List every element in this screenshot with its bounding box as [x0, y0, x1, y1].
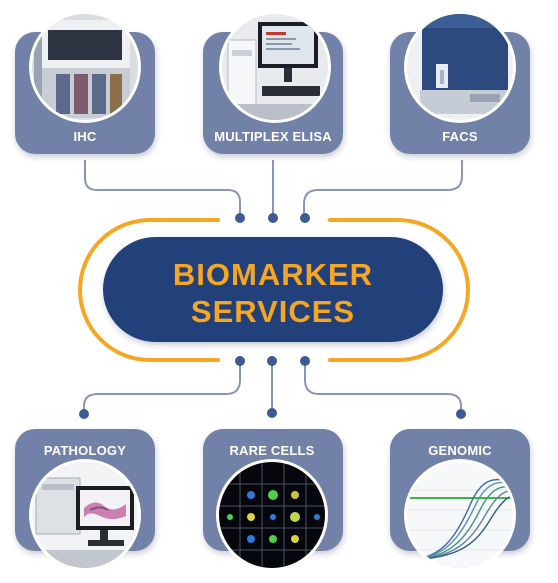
connector-dot — [235, 356, 245, 366]
service-card-ihc: IHC — [15, 11, 155, 154]
connector-dots — [79, 213, 466, 419]
rare-cells-photo — [219, 462, 325, 568]
connector-dot — [267, 408, 277, 418]
card-label-rare-cells: RARE CELLS — [229, 443, 314, 458]
hub-pill — [103, 237, 443, 342]
connector-pathology — [83, 362, 241, 414]
card-label-ihc: IHC — [74, 129, 97, 144]
accent-right — [328, 218, 470, 362]
genomic-photo — [407, 462, 513, 568]
card-label-genomic: GENOMIC — [428, 443, 492, 458]
connector-dot — [235, 213, 245, 223]
service-card-genomic: GENOMIC — [390, 429, 530, 571]
hub-title-line2: SERVICES — [191, 294, 355, 329]
connectors — [83, 160, 463, 414]
connector-dot — [268, 213, 278, 223]
service-card-pathology: PATHOLOGY — [15, 429, 155, 571]
elisa-photo — [222, 14, 328, 120]
hub: BIOMARKER SERVICES — [103, 237, 443, 342]
card-label-facs: FACS — [442, 129, 478, 144]
card-label-pathology: PATHOLOGY — [44, 443, 126, 458]
service-card-facs: FACS — [390, 11, 530, 154]
connector-genomic — [304, 362, 462, 412]
connector-dot — [456, 409, 466, 419]
connector-facs — [303, 160, 463, 216]
connector-dot — [300, 213, 310, 223]
connector-dot — [79, 409, 89, 419]
service-card-multiplex-elisa: MULTIPLEX ELISA — [203, 11, 343, 154]
connector-dot — [300, 356, 310, 366]
connector-dot — [267, 356, 277, 366]
pathology-photo — [32, 462, 138, 568]
accent-left — [78, 218, 220, 362]
card-label-multiplex-elisa: MULTIPLEX ELISA — [214, 129, 332, 144]
accent-brackets — [78, 218, 470, 362]
service-card-rare-cells: RARE CELLS — [203, 429, 343, 571]
connector-ihc — [84, 160, 241, 216]
hub-title-line1: BIOMARKER — [173, 257, 373, 292]
ihc-photo — [32, 14, 138, 120]
